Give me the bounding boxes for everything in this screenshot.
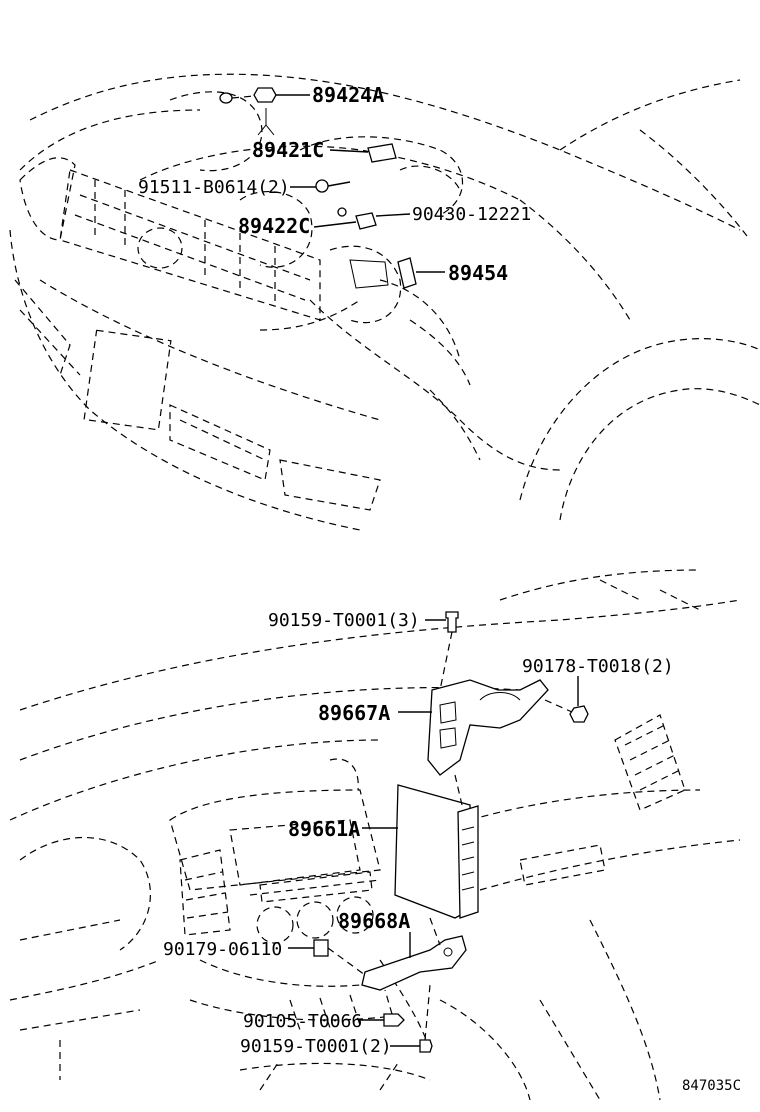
bracket-89667a-icon xyxy=(427,679,549,776)
callout-90105-t0066: 90105-T0066 xyxy=(243,1011,362,1032)
sensor-89421c-icon xyxy=(367,143,397,163)
grommet-89424a-icon xyxy=(219,92,233,104)
callout-90159-t0001-2: 90159-T0001(2) xyxy=(240,1036,392,1057)
callout-90430-12221: 90430-12221 xyxy=(412,204,531,225)
nut-90179-icon xyxy=(313,939,329,957)
gasket-90430-icon xyxy=(337,207,347,217)
bottom-parts xyxy=(288,611,589,1053)
callout-91511-b0614: 91511-B0614(2) xyxy=(138,177,290,198)
callout-89424a: 89424A xyxy=(312,83,384,107)
callout-89667a: 89667A xyxy=(318,701,390,725)
callout-89661a: 89661A xyxy=(288,817,360,841)
callout-89422c: 89422C xyxy=(238,214,310,238)
illustration-code: 847035C xyxy=(682,1078,741,1094)
vehicle-front-illustration xyxy=(9,73,760,531)
top-parts xyxy=(219,87,445,289)
sensor-89454-icon xyxy=(397,257,417,289)
bolt-90159-top-icon xyxy=(445,611,459,633)
bolt-90159-bottom-icon xyxy=(419,1039,433,1053)
callout-90179-06110: 90179-06110 xyxy=(163,939,282,960)
bolt-91511-icon xyxy=(315,179,329,193)
callout-89421c: 89421C xyxy=(252,138,324,162)
bolt-90105-icon xyxy=(383,1013,405,1027)
sensor-89422c-icon xyxy=(355,212,377,230)
callout-90159-t0001-3: 90159-T0001(3) xyxy=(268,610,420,631)
sensor-89424a-icon xyxy=(253,87,277,103)
dashboard-illustration xyxy=(9,569,741,1101)
callout-89454: 89454 xyxy=(448,261,508,285)
nut-90178-icon xyxy=(569,705,589,723)
bracket-89668a-icon xyxy=(361,935,467,991)
callout-labels: 89424A 89421C 91511-B0614(2) 90430-12221… xyxy=(138,83,741,1094)
callout-90178-t0018: 90178-T0018(2) xyxy=(522,656,674,677)
callout-89668a: 89668A xyxy=(338,909,410,933)
